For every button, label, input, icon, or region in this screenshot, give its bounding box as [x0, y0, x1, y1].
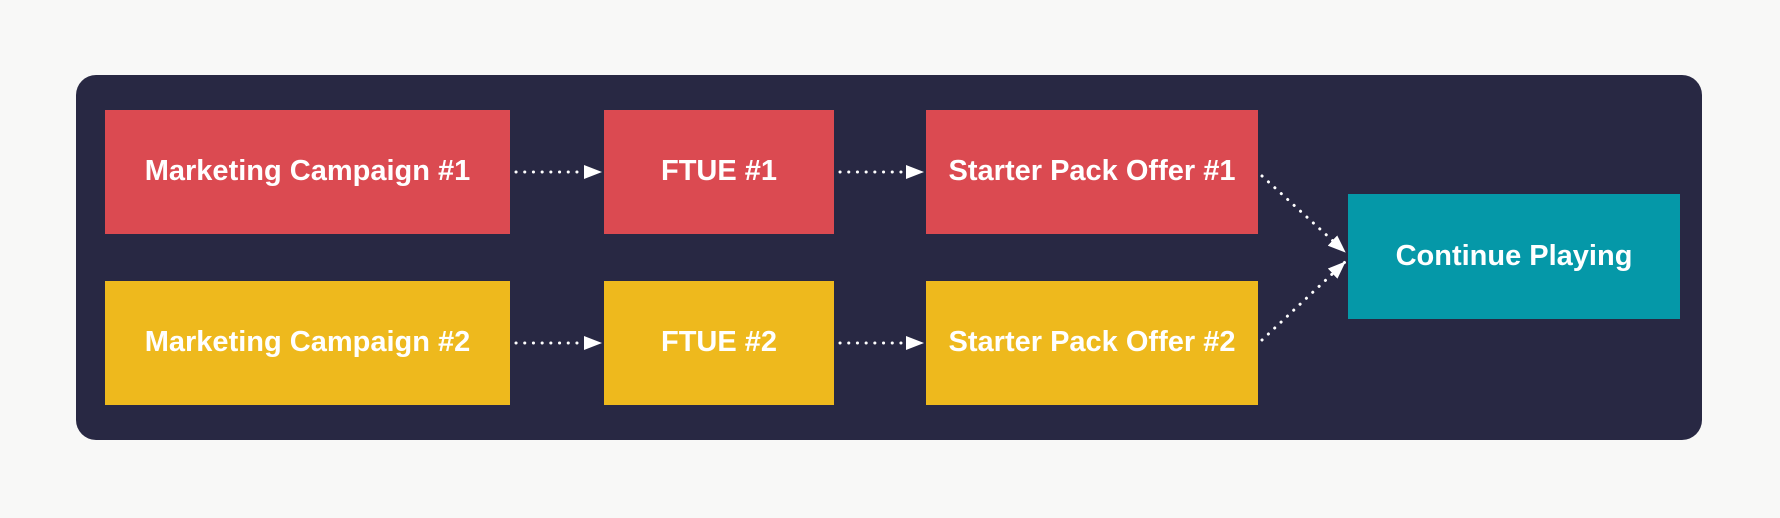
- node-label-ftue-2: FTUE #2: [660, 326, 778, 359]
- node-label-starter-pack-offer-2: Starter Pack Offer #2: [948, 326, 1236, 359]
- node-label-marketing-campaign-2: Marketing Campaign #2: [144, 326, 471, 359]
- node-label-continue-playing: Continue Playing: [1395, 239, 1633, 272]
- node-marketing-campaign-2: Marketing Campaign #2: [105, 281, 510, 405]
- node-ftue-1: FTUE #1: [604, 110, 834, 234]
- node-starter-pack-offer-2: Starter Pack Offer #2: [926, 281, 1258, 405]
- node-label-starter-pack-offer-1: Starter Pack Offer #1: [948, 155, 1236, 188]
- node-continue-playing: Continue Playing: [1348, 194, 1680, 319]
- node-label-marketing-campaign-1: Marketing Campaign #1: [144, 155, 471, 188]
- node-label-ftue-1: FTUE #1: [660, 155, 778, 188]
- node-marketing-campaign-1: Marketing Campaign #1: [105, 110, 510, 234]
- node-ftue-2: FTUE #2: [604, 281, 834, 405]
- node-starter-pack-offer-1: Starter Pack Offer #1: [926, 110, 1258, 234]
